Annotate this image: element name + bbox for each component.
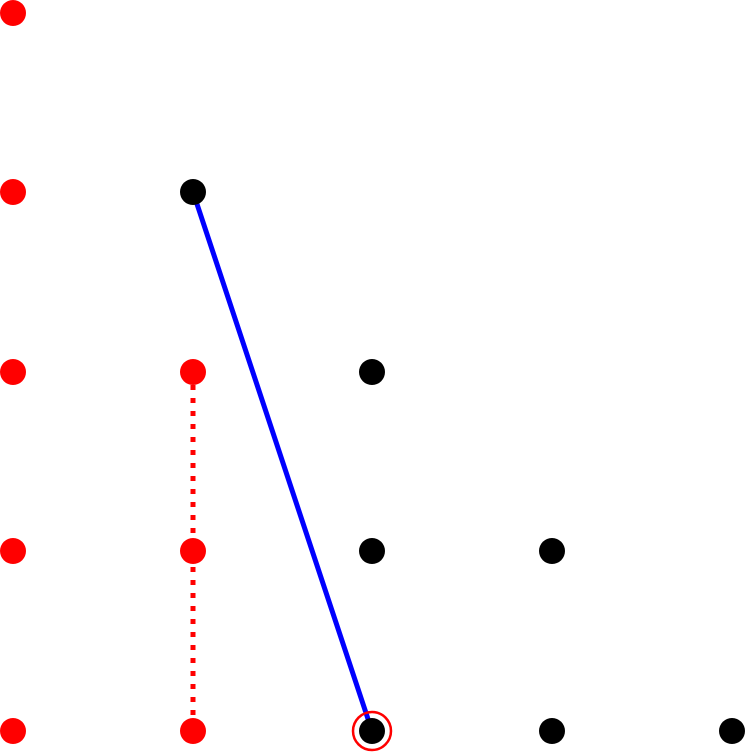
highlight-ring xyxy=(351,710,393,752)
lattice-dot-red-r4-c1 xyxy=(180,718,206,744)
blue-segment xyxy=(190,189,375,734)
lattice-dot-black-r3-c3 xyxy=(539,538,565,564)
lattice-dot-red-r4-c0 xyxy=(0,718,26,744)
lattice-dot-red-r0-c0 xyxy=(0,0,26,26)
lattice-dot-black-r3-c2 xyxy=(359,538,385,564)
lattice-dot-red-r3-c1 xyxy=(180,538,206,564)
lattice-dot-black-r4-c2 xyxy=(359,718,385,744)
lines-layer xyxy=(190,189,375,734)
lattice-dot-black-r2-c2 xyxy=(359,359,385,385)
lattice-dot-red-r2-c1 xyxy=(180,359,206,385)
lattice-dot-red-r3-c0 xyxy=(0,538,26,564)
lattice-dot-black-r1-c1 xyxy=(180,179,206,205)
lattice-dot-red-r2-c0 xyxy=(0,359,26,385)
lattice-dot-black-r4-c3 xyxy=(539,718,565,744)
lattice-dot-black-r4-c4 xyxy=(719,718,745,744)
rings-layer xyxy=(351,710,393,752)
lattice-dot-red-r1-c0 xyxy=(0,179,26,205)
